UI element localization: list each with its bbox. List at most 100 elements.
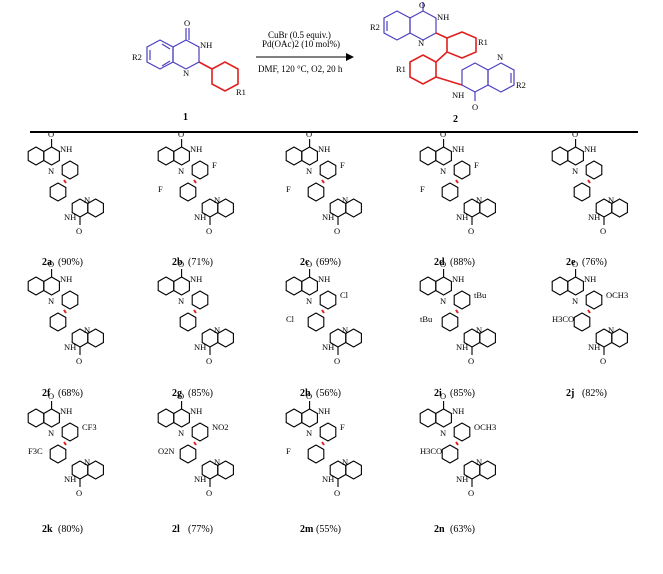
oxygen-atom: O: [306, 259, 312, 269]
substituent-left: Cl: [286, 314, 295, 324]
product-yield: (63%): [450, 524, 475, 535]
substituent-left: O2N: [158, 446, 175, 456]
n-atom: N: [608, 325, 614, 335]
product-label: 2l: [172, 524, 180, 535]
n-atom: N: [48, 428, 54, 438]
substituent-right: CF3: [82, 422, 97, 432]
catalyst-text: Pd(OAc)2 (10 mol%): [262, 39, 340, 49]
product-label: 2d: [434, 257, 445, 268]
nh-atom: NH: [456, 212, 468, 222]
n-atom: N: [214, 325, 220, 335]
substituent-left: H3CO: [420, 446, 442, 456]
substituent-left: H3CO: [552, 314, 574, 324]
reactant-r2: R2: [132, 52, 142, 62]
oxygen-atom: O: [334, 356, 340, 366]
oxygen-atom: O: [178, 259, 184, 269]
nh-atom: NH: [322, 342, 334, 352]
nh-atom: NH: [452, 274, 464, 284]
n-atom: N: [306, 166, 312, 176]
n-atom: N: [84, 325, 90, 335]
reactant-oxygen: O: [184, 18, 190, 28]
n-atom: N: [440, 166, 446, 176]
nh-atom: NH: [60, 406, 72, 416]
nh-atom: NH: [64, 474, 76, 484]
n-atom: N: [178, 428, 184, 438]
nh-atom: NH: [452, 144, 464, 154]
n-atom: N: [84, 457, 90, 467]
reactant-structure: O NH N R2 R1 1: [132, 18, 246, 123]
oxygen-atom: O: [48, 391, 54, 401]
substituent-right: OCH3: [606, 290, 628, 300]
oxygen-atom: O: [334, 226, 340, 236]
substituent-right: F: [212, 160, 217, 170]
n-atom: N: [476, 195, 482, 205]
oxygen-atom: O: [306, 391, 312, 401]
product-yield: (85%): [450, 388, 475, 399]
n-atom: N: [214, 457, 220, 467]
n-atom: N: [48, 166, 54, 176]
solvent-conditions-text: DMF, 120 °C, O2, 20 h: [258, 64, 343, 74]
nh-atom: NH: [64, 342, 76, 352]
product-oxygen-top: O: [419, 0, 425, 10]
nh-atom: NH: [190, 406, 202, 416]
oxygen-atom: O: [76, 356, 82, 366]
product-label: 2a: [42, 257, 52, 268]
product-label: 2c: [300, 257, 310, 268]
product-yield: (56%): [316, 388, 341, 399]
oxygen-atom: O: [334, 488, 340, 498]
oxygen-atom: O: [600, 356, 606, 366]
nh-atom: NH: [194, 342, 206, 352]
n-atom: N: [342, 457, 348, 467]
substituent-right: Cl: [340, 290, 349, 300]
product-label: 2m: [300, 524, 314, 535]
oxygen-atom: O: [178, 391, 184, 401]
product-label: 2k: [42, 524, 53, 535]
nh-atom: NH: [194, 212, 206, 222]
product-structure: O NH N R2 R1 R1 N NH O R2 2: [370, 0, 526, 125]
oxygen-atom: O: [440, 259, 446, 269]
product-n-bottom: N: [497, 52, 503, 62]
product-label: 2e: [566, 257, 576, 268]
oxygen-atom: O: [76, 226, 82, 236]
nh-atom: NH: [588, 212, 600, 222]
product-yield: (55%): [316, 524, 341, 535]
product-yield: (80%): [58, 524, 83, 535]
product-yield: (68%): [58, 388, 83, 399]
product-label: 2h: [300, 388, 311, 399]
oxygen-atom: O: [206, 488, 212, 498]
substituent-left: F: [158, 184, 163, 194]
oxygen-atom: O: [468, 488, 474, 498]
product-yield: (69%): [316, 257, 341, 268]
oxygen-atom: O: [440, 391, 446, 401]
product-label: 2: [453, 114, 458, 125]
n-atom: N: [342, 195, 348, 205]
product-r1-top: R1: [478, 37, 488, 47]
additive-text: CuBr (0.5 equiv.): [268, 30, 331, 40]
substituent-right: F: [474, 160, 479, 170]
n-atom: N: [572, 166, 578, 176]
substituent-left: F: [286, 446, 291, 456]
oxygen-atom: O: [600, 226, 606, 236]
substituent-left: F3C: [28, 446, 43, 456]
n-atom: N: [608, 195, 614, 205]
nh-atom: NH: [322, 212, 334, 222]
product-yield: (88%): [450, 257, 475, 268]
nh-atom: NH: [318, 406, 330, 416]
product-label: 2g: [172, 388, 182, 399]
oxygen-atom: O: [306, 129, 312, 139]
n-atom: N: [48, 296, 54, 306]
nh-atom: NH: [60, 274, 72, 284]
product-label: 2n: [434, 524, 445, 535]
product-r1-bottom: R1: [396, 64, 406, 74]
substituent-right: F: [340, 422, 345, 432]
reaction-conditions: Pd(OAc)2 (10 mol%) CuBr (0.5 equiv.) DMF…: [256, 30, 354, 74]
product-label: 2f: [42, 388, 51, 399]
product-r2-top: R2: [370, 22, 380, 32]
nh-atom: NH: [318, 144, 330, 154]
